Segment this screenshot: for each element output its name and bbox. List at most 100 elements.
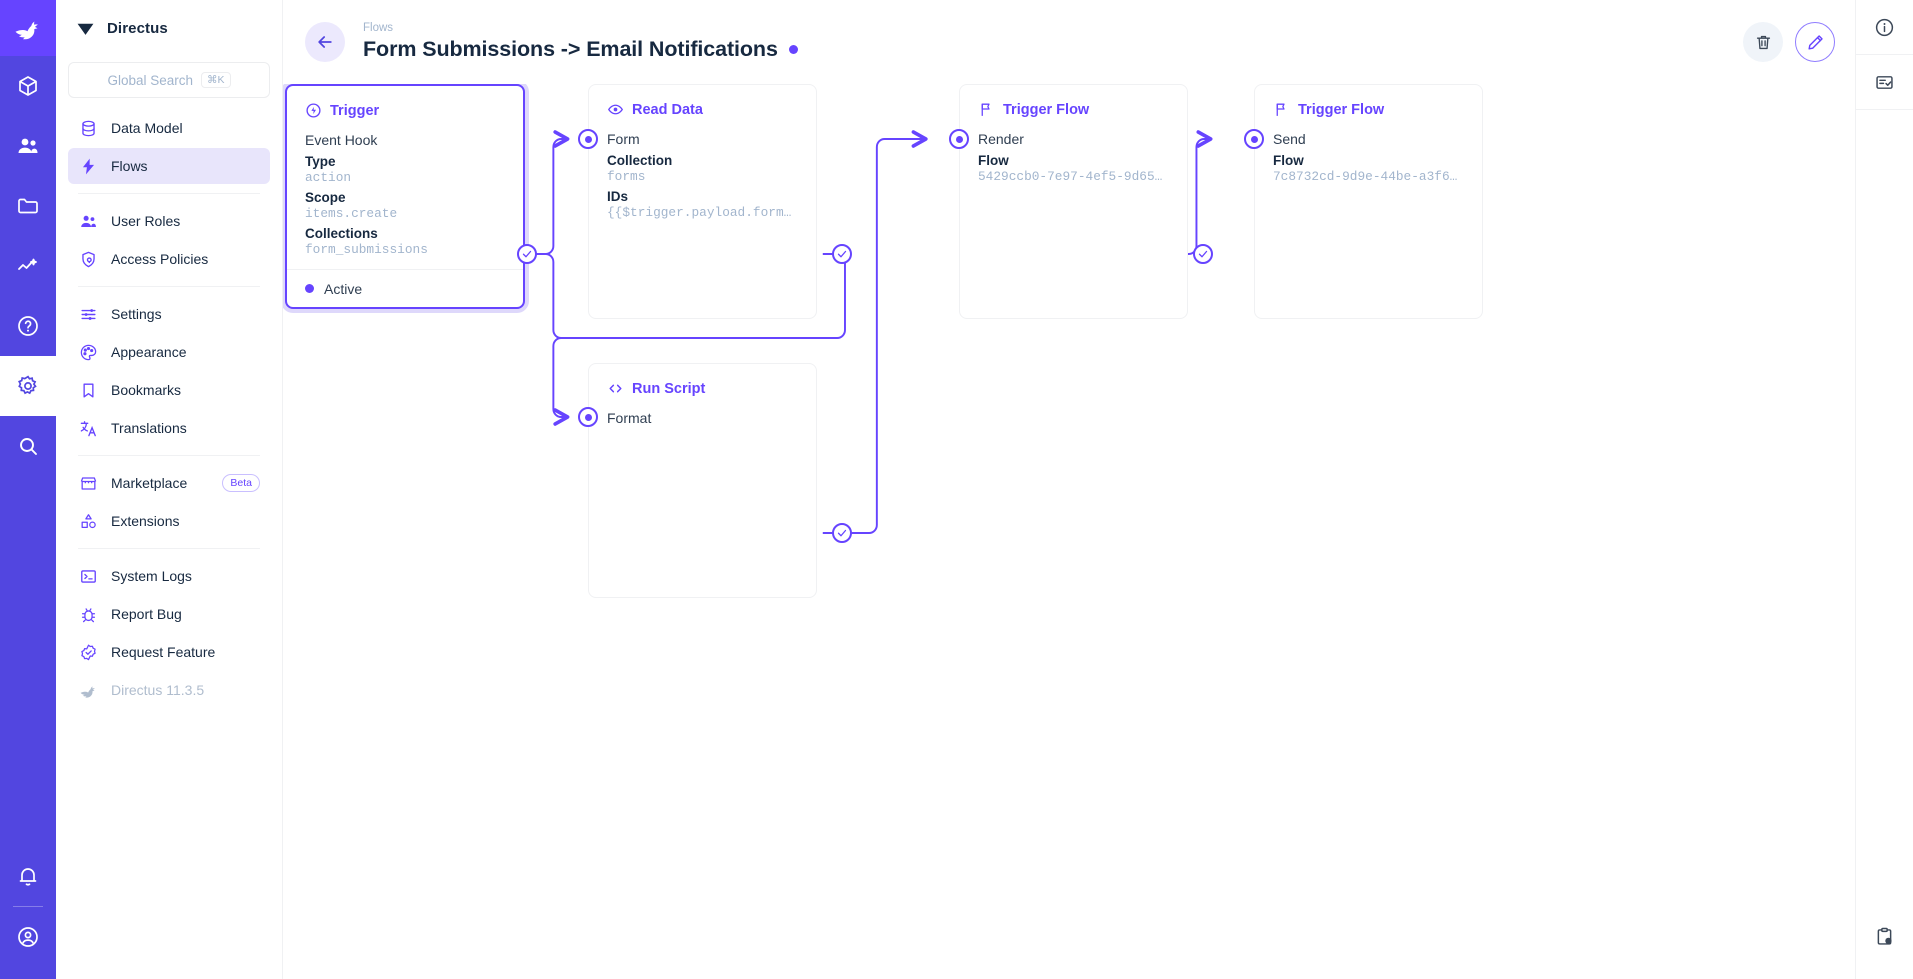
store-icon	[78, 473, 98, 493]
node-field-value: items.create	[305, 206, 398, 221]
sidebar-item-user-roles[interactable]: User Roles	[68, 203, 270, 239]
info-sidebar	[1855, 0, 1913, 979]
trigger-status-row: Active	[287, 269, 523, 307]
pencil-icon	[1807, 34, 1823, 50]
directus-logo-button[interactable]	[0, 0, 56, 56]
trigger-flow-render-output-node[interactable]	[1193, 244, 1213, 264]
flow-node-trigger-flow-render[interactable]: Trigger Flow Render Flow 5429ccb0-7e97-4…	[959, 84, 1188, 319]
bug-icon	[78, 604, 98, 624]
clipboard-history-button[interactable]	[1856, 909, 1913, 963]
sidebar-divider	[78, 286, 260, 287]
read-data-input-node[interactable]	[578, 129, 598, 149]
user-circle-icon	[18, 927, 38, 947]
flow-logs-button[interactable]	[1856, 55, 1913, 109]
node-field-key: Type	[305, 154, 336, 169]
marketplace-beta-badge: Beta	[222, 473, 260, 493]
sidebar-item-appearance[interactable]: Appearance	[68, 334, 270, 370]
box-icon	[19, 76, 37, 96]
module-user-directory[interactable]	[0, 116, 56, 176]
delete-flow-button[interactable]	[1743, 22, 1783, 62]
node-title: Trigger Flow	[1298, 101, 1385, 118]
trigger-flow-render-input-node[interactable]	[949, 129, 969, 149]
sidebar-divider	[78, 193, 260, 194]
arrow-left-icon	[318, 36, 332, 48]
flow-node-run-script[interactable]: Run Script Format	[588, 363, 817, 598]
sidebar-item-label: Settings	[111, 306, 162, 322]
node-header: Read Data	[607, 101, 798, 118]
node-field-key: Flow	[978, 153, 1009, 168]
node-field-key: IDs	[607, 189, 629, 204]
run-script-output-node[interactable]	[832, 523, 852, 543]
sidebar-divider	[78, 455, 260, 456]
sidebar-item-access-policies[interactable]: Access Policies	[68, 241, 270, 277]
node-title: Trigger Flow	[1003, 101, 1090, 118]
trigger-flow-send-input-node[interactable]	[1244, 129, 1264, 149]
bell-icon	[19, 868, 37, 886]
node-header: Trigger Flow	[978, 101, 1169, 118]
node-field-key: Flow	[1273, 153, 1304, 168]
search-icon	[20, 438, 37, 455]
navigation-sidebar: Directus Global Search ⌘K Data Model Flo…	[56, 0, 283, 979]
sidebar-item-settings[interactable]: Settings	[68, 296, 270, 332]
node-name: Event Hook	[305, 132, 378, 148]
notifications-button[interactable]	[0, 846, 56, 906]
trigger-status-label: Active	[324, 280, 363, 297]
sliders-icon	[78, 304, 98, 324]
sidebar-item-label: Data Model	[111, 120, 183, 136]
breadcrumb[interactable]: Flows	[363, 22, 394, 35]
rail-divider	[13, 906, 43, 907]
node-field-value: 7c8732cd-9d9e-44be-a3f6-89…	[1273, 169, 1464, 184]
edit-flow-button[interactable]	[1795, 22, 1835, 62]
module-search[interactable]	[0, 416, 56, 476]
sidebar-item-version: Directus 11.3.5	[68, 672, 270, 708]
database-icon	[78, 118, 98, 138]
sidebar-item-label: Access Policies	[111, 251, 209, 267]
module-insights[interactable]	[0, 236, 56, 296]
sidebar-item-request-feature[interactable]: Request Feature	[68, 634, 270, 670]
gear-icon	[18, 375, 37, 395]
list-check-icon	[1876, 75, 1893, 89]
global-search-input[interactable]: Global Search ⌘K	[68, 62, 270, 98]
page-title: Form Submissions -> Email Notifications	[363, 36, 778, 61]
node-field-value: {{$trigger.payload.form}}	[607, 205, 798, 220]
node-name: Render	[978, 131, 1024, 147]
sidebar-item-report-bug[interactable]: Report Bug	[68, 596, 270, 632]
sidebar-item-extensions[interactable]: Extensions	[68, 503, 270, 539]
account-button[interactable]	[0, 907, 56, 967]
node-name: Form	[607, 131, 640, 147]
sidebar-header: Directus	[56, 0, 282, 56]
sidebar-item-data-model[interactable]: Data Model	[68, 110, 270, 146]
back-button[interactable]	[305, 22, 345, 62]
users-icon	[78, 211, 98, 231]
flow-info-button[interactable]	[1856, 0, 1913, 54]
page-header: Flows Form Submissions -> Email Notifica…	[283, 0, 1855, 84]
flow-node-trigger[interactable]: Trigger Event Hook Type action Scope ite…	[285, 84, 525, 309]
sidebar-item-label: Request Feature	[111, 644, 216, 660]
trigger-output-node[interactable]	[517, 244, 537, 264]
sidebar-item-translations[interactable]: Translations	[68, 410, 270, 446]
run-script-input-node[interactable]	[578, 407, 598, 427]
module-bar	[0, 0, 56, 979]
module-file-library[interactable]	[0, 176, 56, 236]
read-data-output-node[interactable]	[832, 244, 852, 264]
module-settings[interactable]	[0, 356, 56, 416]
title-line: Form Submissions -> Email Notifications	[363, 37, 798, 62]
main-region: Flows Form Submissions -> Email Notifica…	[283, 0, 1855, 979]
flag-icon	[1273, 101, 1290, 118]
sidebar-item-marketplace[interactable]: Marketplace Beta	[68, 465, 270, 501]
node-title: Trigger	[330, 102, 380, 119]
sidebar-item-bookmarks[interactable]: Bookmarks	[68, 372, 270, 408]
bolt-icon	[78, 156, 98, 176]
module-docs[interactable]	[0, 296, 56, 356]
sidebar-item-label: Directus 11.3.5	[111, 682, 205, 698]
module-content[interactable]	[0, 56, 56, 116]
flow-node-read-data[interactable]: Read Data Form Collection forms IDs {{$t…	[588, 84, 817, 319]
sidebar-item-system-logs[interactable]: System Logs	[68, 558, 270, 594]
check-icon	[522, 250, 532, 258]
flow-node-trigger-flow-send[interactable]: Trigger Flow Send Flow 7c8732cd-9d9e-44b…	[1254, 84, 1483, 319]
rrail-divider	[1856, 54, 1913, 55]
palette-icon	[78, 342, 98, 362]
node-dot	[1250, 135, 1258, 143]
flow-canvas[interactable]: Trigger Event Hook Type action Scope ite…	[283, 84, 1855, 979]
sidebar-item-flows[interactable]: Flows	[68, 148, 270, 184]
